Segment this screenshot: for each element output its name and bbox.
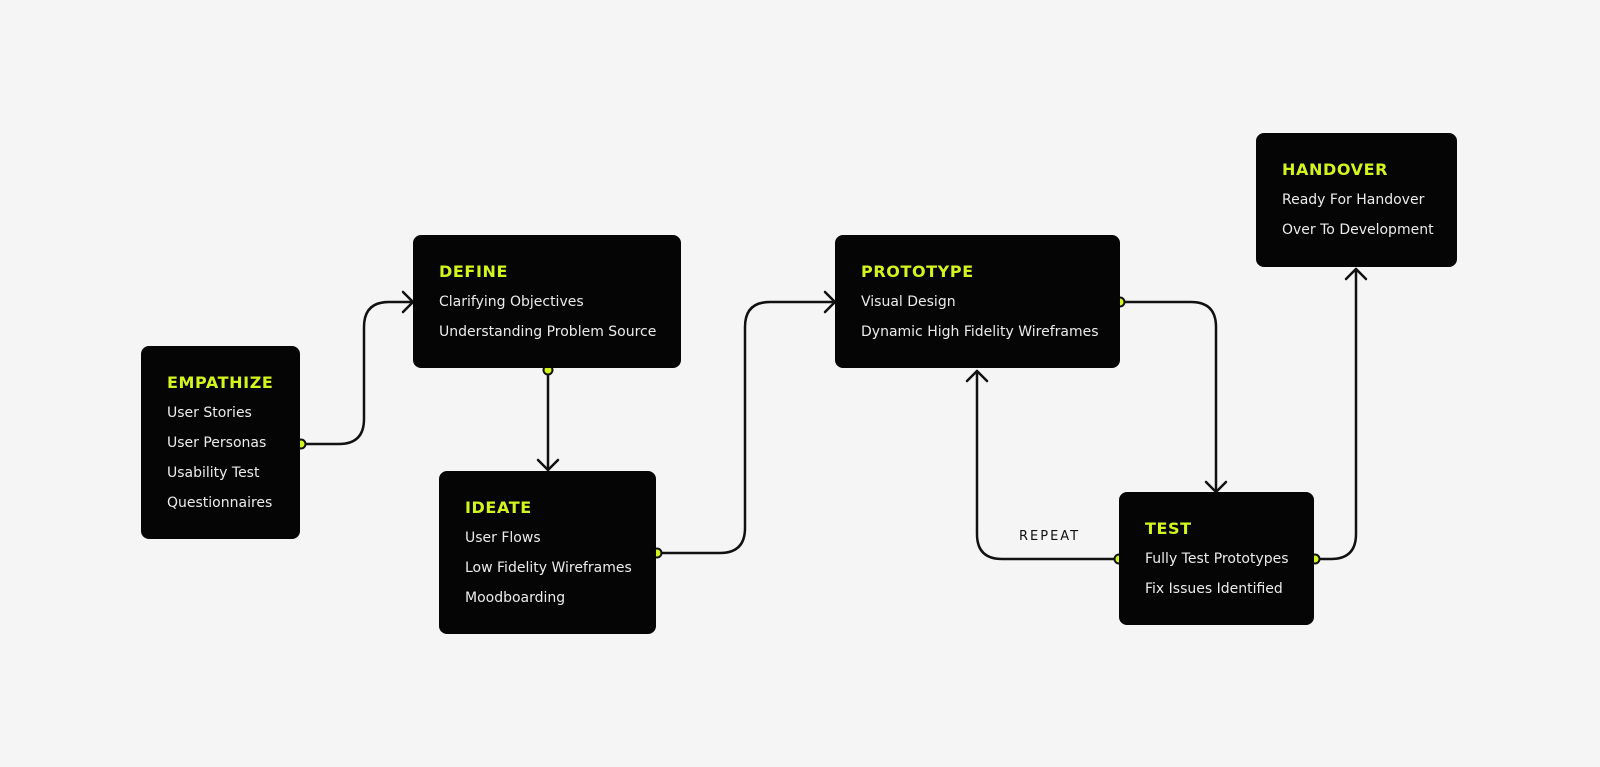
edge-empathize-define [299,300,415,446]
node-item: Visual Design [861,294,956,310]
edge-ideate-prototype [655,300,837,555]
edge-prototype-test [1118,300,1218,494]
node-item: Questionnaires [167,495,273,511]
node-item: Fix Issues Identified [1145,581,1283,597]
node-title: TEST [1145,519,1192,538]
arrowhead-ideate [536,458,560,472]
node-item: Moodboarding [465,590,566,606]
node-empathize[interactable]: EMPATHIZE User Stories User Personas Usa… [141,346,300,539]
node-item: User Stories [167,405,252,421]
arrowhead-handover [1344,267,1368,281]
node-title: IDEATE [465,498,532,517]
node-title: EMPATHIZE [167,373,274,392]
node-item: Over To Development [1282,222,1434,238]
node-define[interactable]: DEFINE Clarifying Objectives Understandi… [413,235,681,368]
node-ideate[interactable]: IDEATE User Flows Low Fidelity Wireframe… [439,471,656,634]
node-item: Dynamic High Fidelity Wireframes [861,324,1099,340]
repeat-label: REPEAT [1019,529,1081,544]
node-item: Understanding Problem Source [439,324,657,340]
node-item: User Flows [465,530,541,546]
node-item: Usability Test [167,465,260,481]
edge-test-prototype-repeat [975,369,1121,561]
node-item: Fully Test Prototypes [1145,551,1289,567]
arrowhead-prototype-repeat [965,369,989,383]
node-title: PROTOTYPE [861,262,974,281]
node-item: Ready For Handover [1282,192,1425,208]
node-prototype[interactable]: PROTOTYPE Visual Design Dynamic High Fid… [835,235,1120,368]
node-handover[interactable]: HANDOVER Ready For Handover Over To Deve… [1256,133,1457,267]
node-title: DEFINE [439,262,509,281]
node-item: Clarifying Objectives [439,294,584,310]
node-title: HANDOVER [1282,160,1389,179]
node-test[interactable]: TEST Fully Test Prototypes Fix Issues Id… [1119,492,1314,625]
edge-test-handover [1313,267,1358,561]
node-item: Low Fidelity Wireframes [465,560,632,576]
node-item: User Personas [167,435,267,451]
